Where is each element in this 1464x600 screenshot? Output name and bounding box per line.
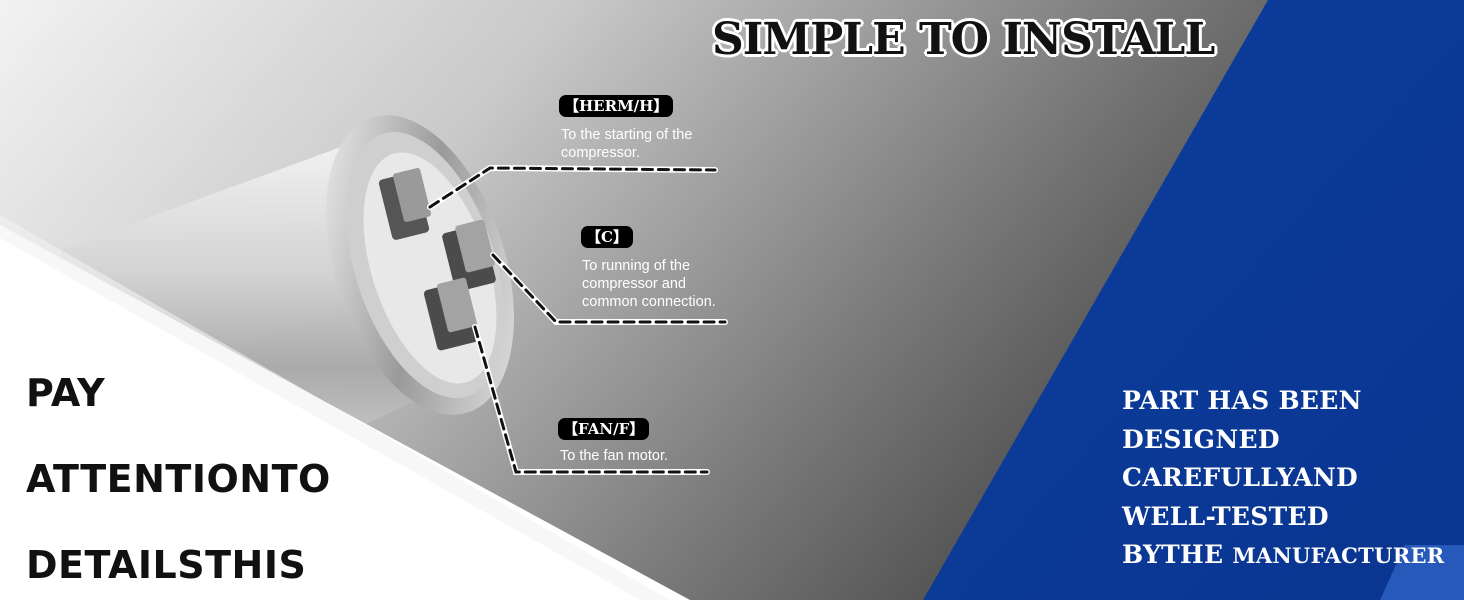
left-tagline-line-2: ATTENTIONTO [26, 457, 331, 501]
terminal-desc-c: To running of the compressor and common … [582, 257, 716, 311]
terminal-desc-c-line-3: common connection. [582, 294, 716, 310]
terminal-desc-herm-line-2: compressor. [561, 145, 640, 161]
terminal-tag-c: 【C】 [581, 226, 633, 248]
right-tagline: PART HAS BEEN DESIGNED CAREFULLYAND WELL… [1122, 382, 1445, 576]
right-tagline-line-5: BYTHE MANUFACTURER [1122, 536, 1445, 576]
right-tagline-line-1: PART HAS BEEN [1122, 386, 1362, 415]
terminal-desc-fan-line-1: To the fan motor. [560, 448, 669, 464]
leader-lines [427, 164, 728, 475]
right-tagline-line-4: WELL-TESTED [1122, 501, 1329, 531]
left-tagline-line-1: PAY [26, 371, 106, 415]
terminal-desc-fan: To the fan motor. [560, 447, 668, 465]
blue-right-panel [923, 0, 1464, 600]
terminal-desc-herm-line-1: To the starting of the [561, 127, 693, 143]
terminal-tag-fan: 【FAN/F】 [558, 418, 650, 440]
right-tagline-lead: BYTHE [1122, 540, 1224, 569]
right-tagline-line-3: CAREFULLYAND [1122, 463, 1359, 492]
terminal-desc-herm: To the starting of the compressor. [561, 126, 692, 162]
terminal-desc-c-line-1: To running of the [582, 258, 691, 274]
left-tagline: PAY ATTENTIONTO DETAILSTHIS [26, 350, 331, 600]
terminal-desc-c-line-2: compressor and [582, 276, 686, 292]
headline: SIMPLE TO INSTALL [712, 14, 1215, 65]
blue-light-strip [1380, 545, 1464, 600]
right-tagline-line-2: DESIGNED [1122, 424, 1280, 454]
left-tagline-line-3: DETAILSTHIS [26, 543, 307, 587]
right-tagline-tail: MANUFACTURER [1232, 543, 1445, 568]
terminal-tag-herm: 【HERM/H】 [559, 95, 674, 117]
